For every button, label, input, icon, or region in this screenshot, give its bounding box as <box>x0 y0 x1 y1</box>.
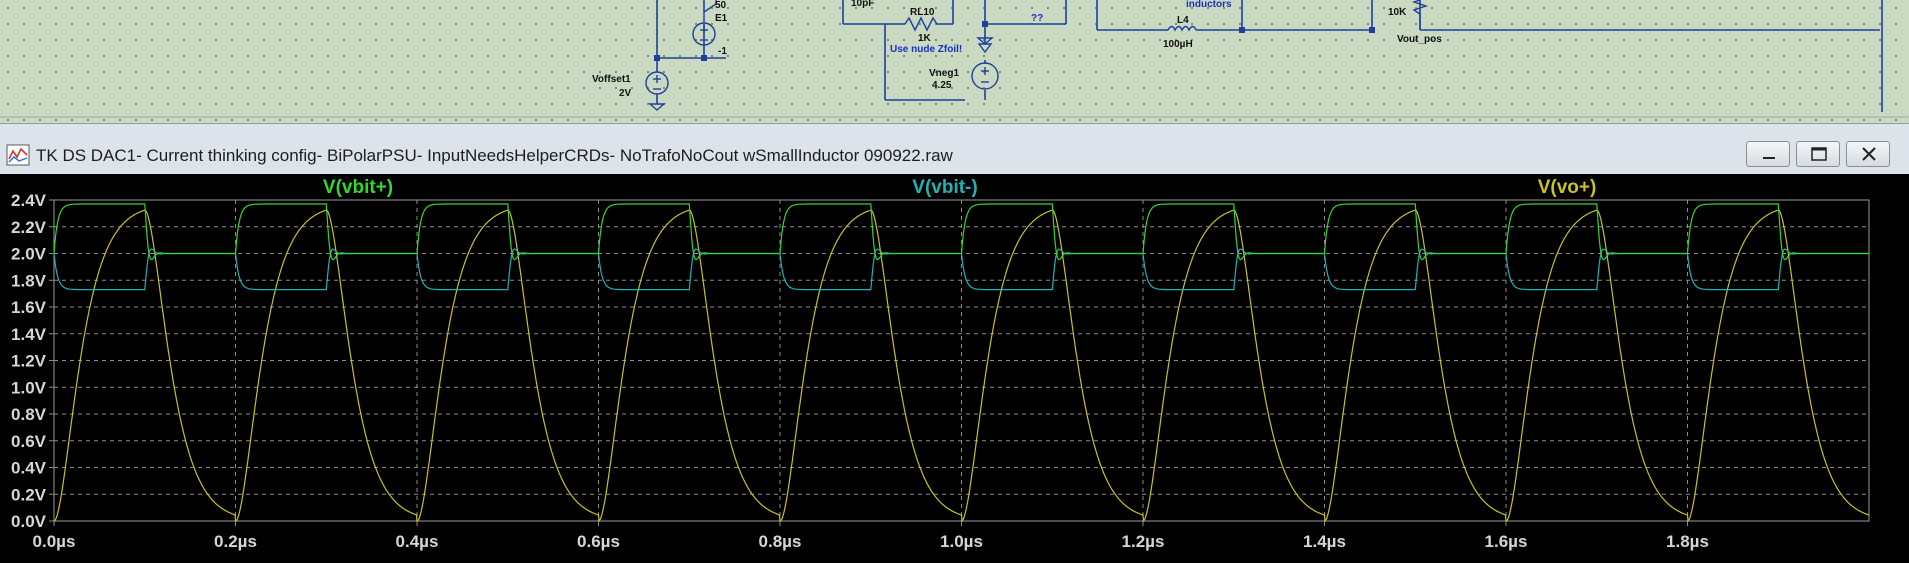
vneg-value-label: 4.25 <box>932 80 952 91</box>
x-tick-label: 1.0µs <box>940 532 983 551</box>
y-axis-ticks: 0.0V 0.2V 0.4V 0.6V 0.8V 1.0V 1.2V 1.4V 1.6V 1.8V… <box>11 191 54 531</box>
e1-name-label: E1 <box>715 13 728 24</box>
y-tick-label: 1.8V <box>11 271 47 290</box>
y-tick-label: 2.4V <box>11 191 47 210</box>
trace-legend: V(vbit+) V(vbit-) V(vo+) <box>323 177 1596 198</box>
x-tick-label: 1.2µs <box>1122 532 1165 551</box>
output-resistor-symbol[interactable] <box>1411 0 1429 30</box>
rl10-name-label: RL10 <box>910 7 935 18</box>
l4-value-label: 100µH <box>1163 39 1193 50</box>
y-tick-label: 1.0V <box>11 378 47 397</box>
x-tick-label: 0.2µs <box>214 532 257 551</box>
e1-source-symbol[interactable] <box>692 0 717 46</box>
rl10-note-label: Use nude Zfoil! <box>890 44 962 55</box>
y-tick-label: 1.2V <box>11 352 47 371</box>
voffset-name-label: Voffset1 <box>592 74 631 85</box>
x-tick-label: 1.6µs <box>1485 532 1528 551</box>
y-tick-label: 0.6V <box>11 432 47 451</box>
close-icon <box>1862 147 1876 161</box>
y-tick-label: 2.2V <box>11 218 47 237</box>
plot-traces <box>53 203 1870 523</box>
schematic-editor[interactable]: 50 E1 -1 Voffset1 2V 10pF RL10 1K Vneg1 … <box>0 0 1909 123</box>
y-tick-label: 0.4V <box>11 459 47 478</box>
legend-entry[interactable]: V(vbit+) <box>323 177 393 198</box>
x-tick-label: 0.0µs <box>33 532 76 551</box>
trace-vo-pos <box>53 209 1870 523</box>
unknown-label: ?? <box>1031 13 1043 24</box>
waveform-app-icon <box>6 144 30 166</box>
inductors-note-label: inductors <box>1186 0 1232 10</box>
legend-entry[interactable]: V(vbit-) <box>912 177 977 198</box>
vout-net-label: Vout_pos <box>1397 34 1442 45</box>
e1-gain-label: -1 <box>718 46 727 57</box>
output-resistor-value-label: 10K <box>1388 7 1407 18</box>
minimize-button[interactable] <box>1746 141 1790 167</box>
maximize-icon <box>1811 147 1827 161</box>
plot-background <box>0 174 1909 563</box>
waveform-plot[interactable]: 0.0V 0.2V 0.4V 0.6V 0.8V 1.0V 1.2V 1.4V 1.6V 1.8V… <box>0 174 1909 563</box>
minimize-icon <box>1763 157 1775 159</box>
rl10-value-label: 1K <box>918 33 932 44</box>
y-tick-label: 0.0V <box>11 512 47 531</box>
schematic-canvas[interactable]: 50 E1 -1 Voffset1 2V 10pF RL10 1K Vneg1 … <box>0 0 1909 123</box>
x-axis-ticks: 0.0µs 0.2µs 0.4µs 0.6µs 0.8µs 1.0µs 1.2µs 1.4µs… <box>33 521 1709 551</box>
ground-symbol <box>976 37 994 45</box>
y-tick-label: 2.0V <box>11 245 47 264</box>
window-title: TK DS DAC1- Current thinking config- BiP… <box>36 146 953 165</box>
plot-grid <box>54 200 1869 521</box>
vneg-name-label: Vneg1 <box>929 68 959 79</box>
voffset-value-label: 2V <box>619 88 632 99</box>
l4-inductor-symbol[interactable] <box>1167 25 1197 32</box>
x-tick-label: 1.8µs <box>1666 532 1709 551</box>
y-tick-label: 0.2V <box>11 485 47 504</box>
schematic-grid <box>0 0 1909 123</box>
window-titlebar[interactable]: TK DS DAC1- Current thinking config- BiP… <box>0 124 1909 175</box>
close-button[interactable] <box>1846 141 1890 167</box>
e1-value-label: 50 <box>715 0 727 11</box>
cap-value-label: 10pF <box>851 0 874 9</box>
voffset-source-symbol[interactable] <box>645 71 669 111</box>
trace-vbit-pos <box>53 203 1869 261</box>
y-tick-label: 1.4V <box>11 325 47 344</box>
legend-entry[interactable]: V(vo+) <box>1538 177 1597 198</box>
y-tick-label: 1.6V <box>11 298 47 317</box>
maximize-button[interactable] <box>1796 141 1840 167</box>
schematic-junctions <box>654 21 1375 61</box>
l4-name-label: L4 <box>1177 15 1189 26</box>
x-tick-label: 0.6µs <box>577 532 620 551</box>
rl10-resistor-symbol[interactable] <box>904 16 953 32</box>
x-tick-label: 0.8µs <box>759 532 802 551</box>
waveform-viewer-window[interactable]: TK DS DAC1- Current thinking config- BiP… <box>0 123 1909 563</box>
x-tick-label: 1.4µs <box>1303 532 1346 551</box>
x-tick-label: 0.4µs <box>396 532 439 551</box>
y-tick-label: 0.8V <box>11 405 47 424</box>
